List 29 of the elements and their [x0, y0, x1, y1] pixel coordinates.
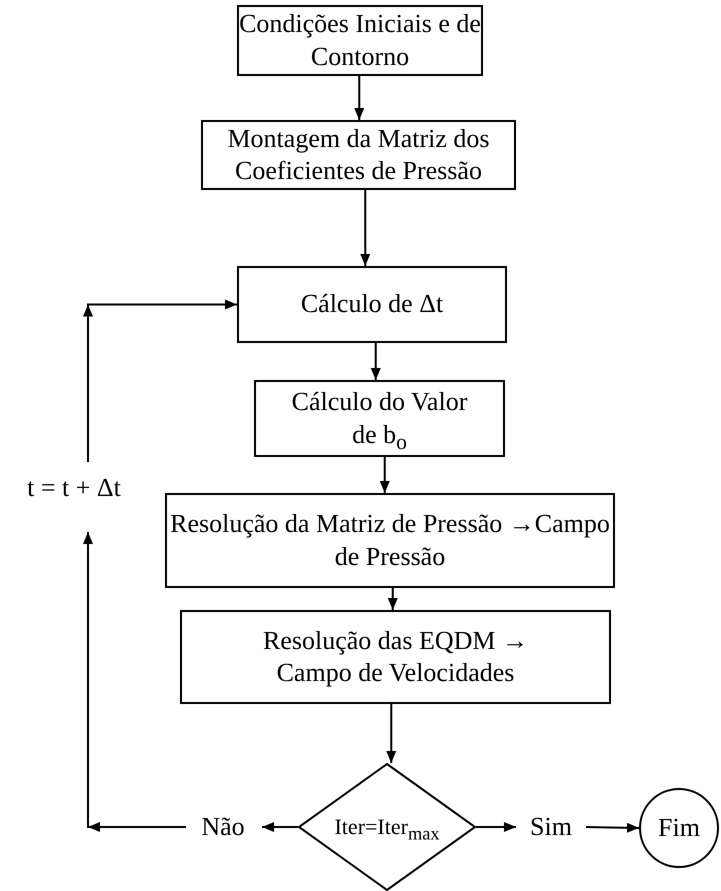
node-text: Montagem da Matriz dos Coeficientes de Pressão — [226, 122, 491, 187]
arrow — [83, 532, 186, 832]
node-text: Resolução da Matriz de Pressão →Campo de Pressão — [169, 508, 611, 572]
flow-label: Sim — [522, 806, 580, 848]
terminal-circle — [639, 788, 719, 868]
decision-diamond — [298, 763, 476, 891]
arrow — [360, 190, 370, 266]
node-text: Fim — [658, 812, 700, 844]
arrow — [586, 822, 640, 833]
process-box — [237, 266, 507, 343]
arrow — [370, 343, 381, 380]
node-text: Resolução das EQDM → Campo de Velocidades — [262, 624, 529, 689]
node-text: Iter=Iter$_{max}$ — [334, 813, 440, 841]
process-box — [165, 493, 615, 588]
arrow — [388, 588, 398, 610]
arrow — [380, 457, 390, 493]
process-box — [254, 380, 505, 457]
node-text: Cálculo de Δt — [300, 288, 444, 320]
process-box — [180, 610, 611, 704]
node-text: Condições Iniciais e de Contorno — [239, 8, 481, 72]
node-text: Cálculo do Valor de b$_{o}$ — [290, 386, 468, 451]
arrow — [262, 822, 298, 832]
arrow — [354, 76, 364, 120]
process-box — [201, 120, 516, 190]
flow-label: t = t + Δt — [8, 466, 140, 510]
arrow — [386, 704, 396, 763]
flow-label: Não — [190, 806, 256, 848]
arrow — [476, 822, 516, 832]
arrow — [83, 300, 237, 462]
